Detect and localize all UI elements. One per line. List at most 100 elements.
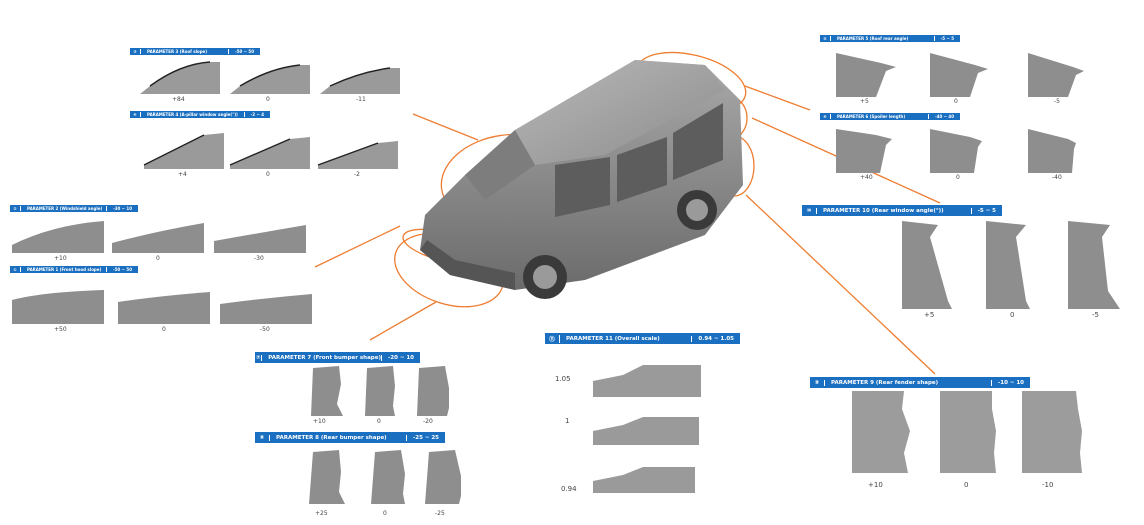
shape-thumbnail bbox=[12, 290, 104, 324]
panel-number: ④ bbox=[130, 112, 141, 117]
shape-thumbnail bbox=[852, 391, 910, 473]
panel-number: ① bbox=[10, 267, 21, 272]
shape-thumbnail bbox=[1022, 391, 1082, 473]
panel-header: ⑧ PARAMETER 8 (Rear bumper shape) -25 ~ … bbox=[255, 432, 445, 443]
shape-thumbnail bbox=[118, 292, 210, 324]
panel-range: -10 ~ 10 bbox=[990, 379, 1030, 386]
variant-label: +4 bbox=[178, 171, 187, 178]
parameter-panel-11: ⑪ PARAMETER 11 (Overall scale) 0.94 ~ 1.… bbox=[545, 333, 745, 518]
shape-thumbnail bbox=[986, 221, 1030, 309]
parameter-panel-9: ⑨ PARAMETER 9 (Rear fender shape) -10 ~ … bbox=[810, 377, 1090, 495]
shape-thumbnail bbox=[229, 137, 310, 169]
car-model-illustration bbox=[420, 60, 743, 299]
variant-label: 1 bbox=[565, 417, 570, 425]
shape-thumbnail bbox=[593, 417, 699, 445]
parameter-panel-8: ⑧ PARAMETER 8 (Rear bumper shape) -25 ~ … bbox=[255, 432, 461, 522]
variant-label: -5 bbox=[1092, 311, 1099, 319]
panel-number: ⑪ bbox=[545, 334, 560, 343]
shape-thumbnail bbox=[417, 366, 449, 416]
parameter-panel-5: ⑤ PARAMETER 5 (Roof rear angle) -5 ~ 5 +… bbox=[820, 35, 1120, 109]
parameter-panel-2: ② PARAMETER 2 (Windshield angle) -30 ~ 1… bbox=[10, 205, 315, 265]
shape-thumbnail bbox=[311, 366, 343, 416]
panel-title: PARAMETER 10 (Rear window angle(°)) bbox=[823, 207, 944, 214]
panel-title: PARAMETER 1 (Front hood slope) bbox=[27, 267, 102, 272]
panel-number: ⑨ bbox=[810, 379, 825, 386]
variant-label: +84 bbox=[172, 96, 185, 103]
variant-label: 0 bbox=[266, 96, 270, 103]
panel-title: PARAMETER 5 (Roof rear angle) bbox=[837, 36, 909, 41]
panel-number: ⑧ bbox=[255, 434, 270, 441]
panel-range: -20 ~ 10 bbox=[380, 354, 420, 361]
shape-thumbnail bbox=[1028, 53, 1084, 97]
panel-header: ⑩ PARAMETER 10 (Rear window angle(°)) -5… bbox=[802, 205, 1002, 216]
variant-label: +10 bbox=[313, 418, 326, 425]
variant-label: 0 bbox=[964, 481, 969, 489]
shape-thumbnail bbox=[425, 450, 461, 504]
variant-label: 0 bbox=[156, 255, 160, 262]
panel-number: ⑥ bbox=[820, 114, 831, 119]
panel-header: ⑦ PARAMETER 7 (Front bumper shape) -20 ~… bbox=[255, 352, 420, 363]
shape-thumbnail bbox=[940, 391, 996, 473]
variant-label: +5 bbox=[860, 98, 869, 105]
panel-title: PARAMETER 8 (Rear bumper shape) bbox=[276, 434, 387, 441]
panel-range: -25 ~ 25 bbox=[405, 434, 445, 441]
shape-thumbnail bbox=[836, 129, 892, 173]
panel-header: ⑨ PARAMETER 9 (Rear fender shape) -10 ~ … bbox=[810, 377, 1030, 388]
panel-header: ③ PARAMETER 3 (Roof slope) -50 ~ 50 bbox=[130, 48, 260, 55]
shape-thumbnail bbox=[320, 67, 400, 94]
shape-thumbnail bbox=[112, 223, 204, 253]
panel-range: -5 ~ 5 bbox=[933, 36, 960, 41]
variant-label: 0 bbox=[383, 510, 387, 517]
shape-thumbnail bbox=[220, 294, 312, 324]
parameter-panel-1: ① PARAMETER 1 (Front hood slope) -50 ~ 5… bbox=[10, 266, 315, 334]
shape-thumbnail bbox=[1028, 129, 1076, 173]
panel-number: ⑤ bbox=[820, 36, 831, 41]
shape-thumbnail bbox=[230, 64, 310, 94]
parameter-panel-6: ⑥ PARAMETER 6 (Spoiler length) -40 ~ 40 … bbox=[820, 113, 1120, 183]
panel-title: PARAMETER 6 (Spoiler length) bbox=[837, 114, 906, 119]
panel-range: 0.94 ~ 1.05 bbox=[691, 335, 740, 342]
panel-range: -40 ~ 40 bbox=[928, 114, 960, 119]
panel-title: PARAMETER 7 (Front bumper shape) bbox=[268, 354, 381, 361]
variant-label: 0 bbox=[954, 98, 958, 105]
variant-label: +10 bbox=[54, 255, 67, 262]
panel-title: PARAMETER 3 (Roof slope) bbox=[147, 49, 208, 54]
connector-line bbox=[744, 85, 811, 111]
variant-label: +10 bbox=[868, 481, 883, 489]
variant-label: -10 bbox=[1042, 481, 1054, 489]
shape-thumbnail bbox=[593, 467, 695, 493]
variant-label: 0.94 bbox=[561, 485, 577, 493]
variant-label: +25 bbox=[315, 510, 328, 517]
shape-thumbnail bbox=[836, 53, 896, 97]
panel-title: PARAMETER 2 (Windshield angle) bbox=[27, 206, 103, 211]
parameter-panel-7: ⑦ PARAMETER 7 (Front bumper shape) -20 ~… bbox=[255, 352, 455, 432]
panel-number: ⑦ bbox=[255, 354, 263, 361]
panel-range: -30 ~ 10 bbox=[106, 206, 138, 211]
shape-thumbnail bbox=[902, 221, 952, 309]
panel-title: PARAMETER 4 (A-pillar window angle(°)) bbox=[147, 112, 238, 117]
panel-number: ② bbox=[10, 206, 21, 211]
panel-header: ② PARAMETER 2 (Windshield angle) -30 ~ 1… bbox=[10, 205, 138, 212]
panel-range: -5 ~ 5 bbox=[970, 207, 1002, 214]
shape-thumbnail bbox=[365, 366, 395, 416]
shape-thumbnail bbox=[930, 129, 982, 173]
panel-number: ③ bbox=[130, 49, 141, 54]
connector-line bbox=[314, 225, 401, 268]
shape-thumbnail bbox=[593, 365, 701, 397]
shape-thumbnail bbox=[214, 225, 306, 253]
parameter-panel-10: ⑩ PARAMETER 10 (Rear window angle(°)) -5… bbox=[802, 205, 1142, 323]
variant-label: -20 bbox=[423, 418, 433, 425]
panel-range: -50 ~ 50 bbox=[228, 49, 260, 54]
shape-thumbnail bbox=[309, 450, 345, 504]
panel-title: PARAMETER 9 (Rear fender shape) bbox=[831, 379, 939, 386]
variant-label: +5 bbox=[924, 311, 935, 319]
panel-range: -50 ~ 50 bbox=[106, 267, 138, 272]
panel-header: ⑤ PARAMETER 5 (Roof rear angle) -5 ~ 5 bbox=[820, 35, 960, 42]
variant-label: 0 bbox=[377, 418, 381, 425]
variant-label: 0 bbox=[1010, 311, 1015, 319]
variant-label: 0 bbox=[162, 326, 166, 333]
variant-label: 0 bbox=[956, 174, 960, 181]
shape-thumbnail bbox=[371, 450, 405, 504]
connector-line bbox=[412, 113, 479, 141]
